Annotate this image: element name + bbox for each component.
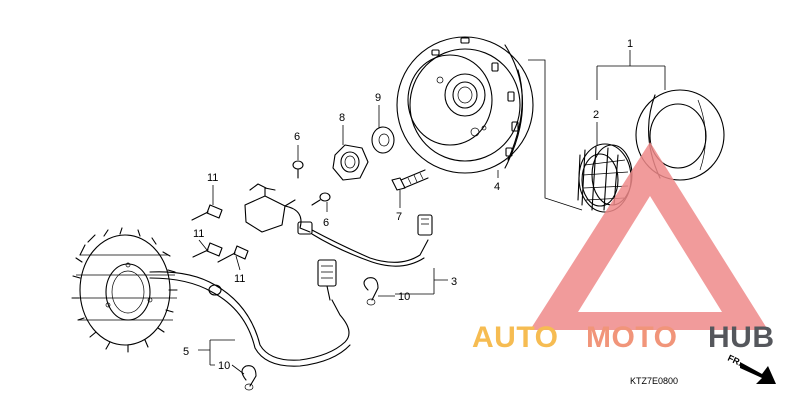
grommet: [208, 284, 222, 296]
pulse-generator: [244, 183, 313, 235]
special-bolt: [391, 169, 429, 191]
callout-4: 4: [494, 181, 500, 193]
stator-connector: [317, 259, 337, 301]
washer: [371, 126, 395, 154]
callout-10b: 10: [218, 360, 230, 372]
leader-3: [395, 268, 448, 295]
leader-11c: [235, 255, 241, 271]
pulse-generator-wire: [311, 229, 429, 263]
starter-one-way-clutch: [577, 143, 633, 213]
wire-clamp-upper: [363, 277, 379, 306]
stator-bolt-b: [192, 242, 223, 258]
leader-1: [596, 50, 666, 100]
callout-10a: 10: [398, 291, 410, 303]
pulse-generator-wire-b: [311, 233, 425, 267]
watermark: AUTO MOTO HUB: [472, 142, 775, 354]
flywheel: [396, 36, 534, 174]
callout-7: 7: [396, 211, 402, 223]
small-bolt-upper: [292, 160, 304, 179]
callout-3: 3: [451, 276, 457, 288]
callout-5: 5: [183, 346, 189, 358]
starter-clutch-outer: [635, 89, 725, 181]
diagram-code: KTZ7E0800: [630, 376, 678, 386]
watermark-moto: MOTO: [586, 321, 677, 354]
fr-arrow-icon: [740, 362, 776, 384]
stator-assembly: [71, 227, 178, 353]
callout-11a: 11: [207, 172, 218, 184]
stator-bolt-c: [217, 245, 249, 263]
stator-wire: [149, 271, 350, 361]
watermark-auto: AUTO: [472, 321, 558, 354]
wire-clamp-lower: [241, 365, 257, 391]
callout-2: 2: [593, 109, 599, 121]
small-bolt-lower: [311, 192, 331, 206]
stator-bolt-a: [191, 204, 223, 221]
callout-11b: 11: [193, 228, 204, 240]
callout-11c: 11: [234, 273, 245, 285]
front-direction-marker: FR.: [726, 353, 776, 384]
stator-wire-b: [149, 277, 351, 367]
leader-5: [198, 339, 235, 366]
callout-1: 1: [627, 38, 633, 50]
flange-nut: [332, 144, 369, 181]
watermark-hub: HUB: [708, 321, 775, 354]
callout-6b: 6: [323, 217, 329, 229]
callout-9: 9: [375, 92, 381, 104]
watermark-triangle: [530, 142, 768, 330]
leader-flywheel-clutch: [528, 59, 583, 211]
leader-11b: [198, 239, 208, 251]
leader-10b: [231, 364, 245, 375]
callout-6a: 6: [294, 131, 300, 143]
callout-8: 8: [339, 112, 345, 124]
pulse-connector: [417, 214, 433, 236]
